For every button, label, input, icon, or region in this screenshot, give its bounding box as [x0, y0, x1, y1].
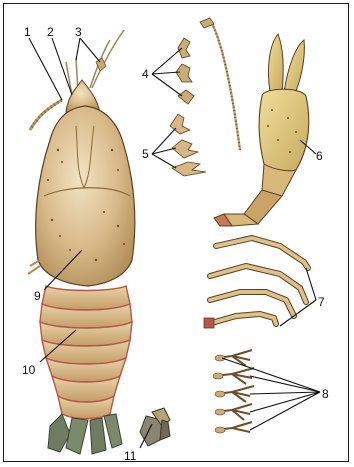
walking-leg-stubs	[28, 260, 40, 274]
tail-fan	[48, 414, 122, 454]
isolated-antenna	[210, 20, 240, 150]
label-9: 9	[34, 289, 41, 303]
carapace	[36, 106, 135, 286]
label-4: 4	[142, 67, 149, 81]
label-5: 5	[142, 147, 149, 161]
label-3: 3	[75, 25, 82, 39]
maxilliped-appendages	[170, 114, 206, 176]
detached-uropod	[140, 408, 170, 446]
label-11: 11	[124, 449, 137, 463]
label-8: 8	[322, 387, 329, 401]
crayfish-body	[28, 30, 135, 454]
label-10: 10	[22, 363, 36, 377]
antennule-left	[66, 62, 72, 95]
label-2: 2	[47, 25, 54, 39]
abdomen	[40, 286, 132, 419]
walking-legs	[204, 238, 308, 328]
label-7: 7	[318, 295, 325, 309]
label-6: 6	[316, 149, 323, 163]
cheliped-claw	[214, 34, 309, 226]
label-1: 1	[24, 25, 31, 39]
